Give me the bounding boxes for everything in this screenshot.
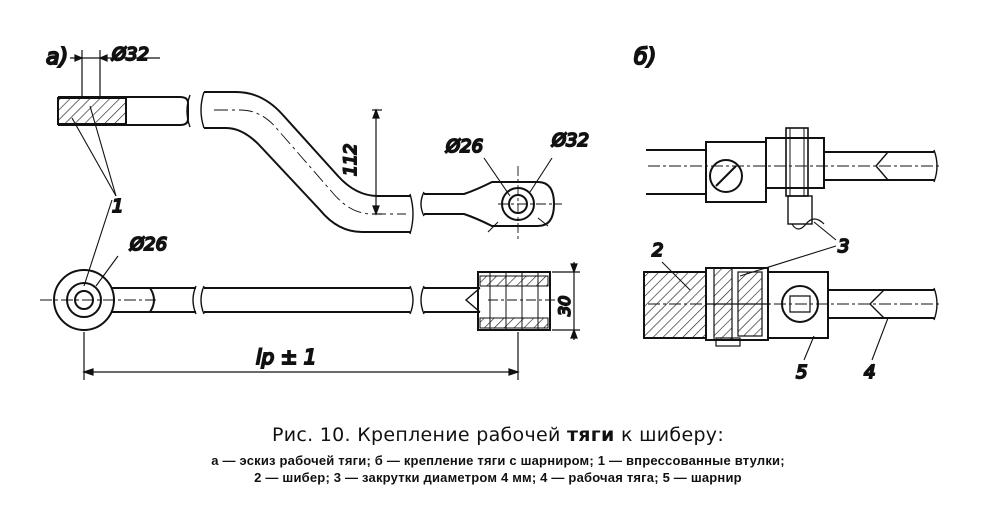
break-line xyxy=(186,94,191,128)
callout-4: 4 xyxy=(864,362,875,383)
leader-4 xyxy=(871,317,889,361)
dim-30: 30 xyxy=(555,296,574,316)
dim-d26-eye: Ø26 xyxy=(129,234,167,255)
callout-2: 2 xyxy=(652,240,663,261)
dimension-d32-left xyxy=(70,50,160,96)
dimension-30 xyxy=(552,262,580,340)
leader-3a xyxy=(813,221,837,241)
callout-3: 3 xyxy=(838,236,849,257)
top-view-straight-rod xyxy=(57,94,191,128)
caption-legend-line-2: 2 — шибер; 3 — закрутки диаметром 4 мм; … xyxy=(254,470,742,485)
bent-rod xyxy=(200,91,414,235)
dim-d32-left: Ø32 xyxy=(111,44,149,65)
dimension-112 xyxy=(372,108,382,216)
panel-b-hinge: б) xyxy=(633,44,940,384)
hinge-top-view xyxy=(646,127,940,230)
dim-112: 112 xyxy=(341,144,361,176)
panel-a-label: а) xyxy=(46,45,68,70)
leader-3b xyxy=(739,245,837,277)
panel-a-sketch: а) Ø32 xyxy=(40,43,590,380)
caption-legend-line-1: а — эскиз рабочей тяги; б — крепление тя… xyxy=(211,453,785,468)
dim-d32-right: Ø32 xyxy=(551,130,589,151)
eye-end-top-view xyxy=(420,157,562,240)
hinge-section-view xyxy=(643,267,940,347)
dimension-length xyxy=(82,332,520,380)
leader-5 xyxy=(803,335,815,361)
caption-title-start: Рис. 10. Крепление рабочей xyxy=(271,424,561,446)
callout-5: 5 xyxy=(796,362,807,383)
dim-d26-right: Ø26 xyxy=(445,136,483,157)
leader-d26-eye xyxy=(95,255,119,287)
rod-break-end xyxy=(179,96,189,126)
panel-b-label: б) xyxy=(634,45,656,70)
caption-title-bold: тяги xyxy=(566,424,615,446)
figure-caption-title: Рис. 10. Крепление рабочей тяги к шиберу… xyxy=(0,424,996,446)
bottom-rod xyxy=(40,269,560,331)
leader-2 xyxy=(661,261,691,291)
caption-title-end: к шиберу: xyxy=(620,424,725,446)
callout-1: 1 xyxy=(112,196,123,217)
dim-length: lp ± 1 xyxy=(256,345,316,369)
callout-1-leaders xyxy=(71,105,117,287)
